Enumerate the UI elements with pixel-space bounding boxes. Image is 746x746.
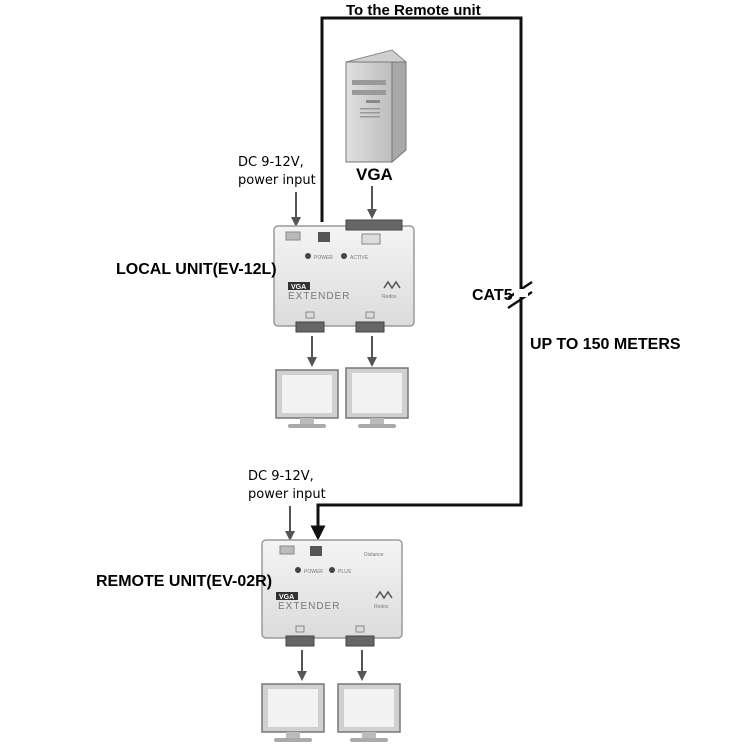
cable-label: CAT5	[472, 287, 513, 304]
remote-brand-badge: VGA	[279, 594, 294, 601]
pc-tower-icon	[345, 49, 407, 164]
local-monitor-right	[345, 367, 409, 428]
local-power-label-line1: DC 9-12V,	[238, 155, 304, 170]
local-led-active: ACTIVE	[350, 255, 369, 261]
local-product-name: EXTENDER	[288, 291, 350, 302]
cat5-cable-line	[310, 16, 533, 541]
remote-power-label-line2: power input	[248, 487, 326, 502]
remote-corner-text: Distance	[364, 552, 384, 558]
local-unit-device: POWER ACTIVE VGA EXTENDER Redox	[273, 219, 415, 333]
remote-monitor-left	[261, 683, 325, 742]
local-monitor-left	[275, 369, 339, 428]
local-logo-text: Redox	[382, 294, 397, 300]
remote-product-name: EXTENDER	[278, 601, 340, 612]
remote-power-label-line1: DC 9-12V,	[248, 469, 314, 484]
remote-led-power: POWER	[304, 569, 323, 575]
distance-label: UP TO 150 METERS	[530, 336, 681, 353]
local-led-power: POWER	[314, 255, 333, 261]
remote-link-label: To the Remote unit	[346, 2, 481, 19]
vga-label: VGA	[356, 165, 393, 184]
remote-logo-text: Redox	[374, 604, 389, 610]
local-brand-badge: VGA	[291, 284, 306, 291]
remote-unit-device: Distance POWER PLUS VGA EXTENDER Redox	[261, 539, 403, 647]
remote-unit-label: REMOTE UNIT(EV-02R)	[96, 573, 272, 590]
remote-led-plus: PLUS	[338, 569, 352, 575]
local-power-label-line2: power input	[238, 173, 316, 188]
remote-monitor-right	[337, 683, 401, 742]
local-unit-label: LOCAL UNIT(EV-12L)	[116, 261, 277, 278]
